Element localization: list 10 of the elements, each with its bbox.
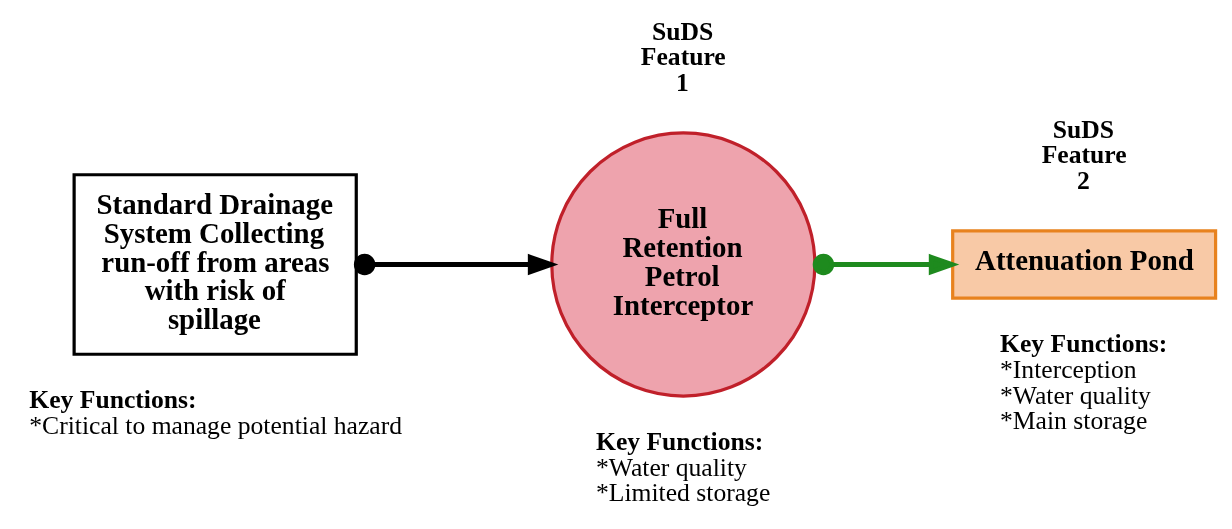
node-circle: Full Retention Petrol Interceptor	[550, 131, 817, 398]
node-label: SuDS Feature 1	[640, 16, 726, 98]
node-box: Standard Drainage System Collecting run-off from areas with risk of spillage	[72, 173, 358, 356]
node-label: Key Functions:	[29, 385, 197, 415]
node-label: Key Functions:	[999, 329, 1168, 359]
node-label: SuDS Feature 2	[1041, 114, 1127, 195]
node-label: Key Functions:	[595, 427, 764, 457]
arrow	[812, 253, 960, 276]
node-box: Attenuation Pond	[951, 229, 1218, 300]
arrow	[353, 253, 559, 276]
